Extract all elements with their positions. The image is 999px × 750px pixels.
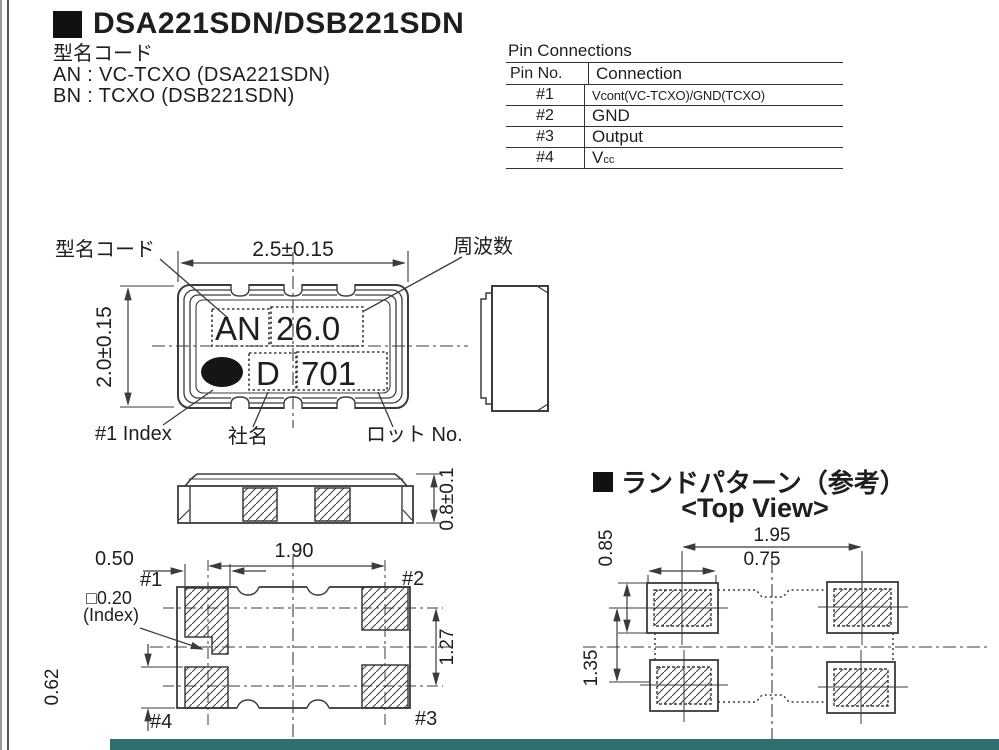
pin-number: #3 (506, 127, 585, 147)
side-elevation-drawing: 0.8±0.1 (177, 467, 458, 531)
package-marking: AN 26.0 D 701 (201, 306, 388, 392)
section-marker-icon (593, 471, 613, 492)
dim-land-pitch-y-label: 1.35 (581, 650, 602, 687)
table-row: #2 GND (506, 106, 843, 127)
pin-connection: Output (592, 127, 644, 146)
marking-company: D (256, 355, 280, 392)
top-view-dimensions: 2.5±0.15 2.0±0.15 (93, 238, 409, 408)
package-body (152, 252, 468, 428)
connection-column-header: Connection (596, 63, 683, 83)
pin-number: #2 (506, 106, 585, 126)
pin-no-column-header: Pin No. (506, 63, 589, 84)
pad-1-with-index (184, 587, 229, 655)
pin2-label: #2 (402, 568, 424, 590)
pad-4 (184, 666, 229, 709)
dim-land-width-label: 0.75 (744, 549, 781, 570)
section-marker-icon (53, 10, 82, 38)
dim-index-note-label: (Index) (83, 605, 139, 625)
table-row: #3 Output (506, 127, 843, 148)
pin-table-header-row: Pin No. Connection (506, 63, 843, 85)
marking-frequency: 26.0 (276, 310, 340, 347)
dim-land-pitch-x-label: 1.95 (754, 525, 791, 546)
terminal-pad (242, 487, 278, 522)
land-pattern-heading: ランドパターン（参考） (593, 463, 906, 500)
dim-pitch-x-label: 1.90 (275, 540, 314, 562)
page-border-outer (0, 0, 2, 750)
company-callout: 社名 (228, 425, 268, 448)
frequency-callout: 周波数 (453, 235, 513, 258)
bottom-view-dimensions: 1.90 0.50 #1 #2 #3 #4 □0.20 (Index) 0.62… (42, 540, 458, 733)
pin-connections-table: Pin Connections Pin No. Connection #1 Vc… (506, 41, 843, 169)
table-row: #1 Vcont(VC-TCXO)/GND(TCXO) (506, 85, 843, 106)
pin-number: #4 (506, 148, 585, 168)
page-border-inner (7, 0, 9, 750)
model-code-line-an: AN : VC-TCXO (DSA221SDN) (53, 64, 331, 86)
vcc-label: V (592, 148, 604, 167)
bottom-view-drawing: 1.90 0.50 #1 #2 #3 #4 □0.20 (Index) 0.62… (42, 540, 458, 746)
pin3-label: #3 (415, 708, 437, 730)
index-callout: #1 Index (95, 423, 172, 445)
top-view-drawing: 型名コード 周波数 #1 Index 社名 ロット No. 2.5±0.15 2… (55, 235, 549, 448)
land-pattern-dimensions: 1.95 0.75 0.85 1.35 (581, 525, 863, 687)
model-code-block: 型名コード AN : VC-TCXO (DSA221SDN) BN : TCXO… (53, 44, 330, 107)
dim-pad-height-label: 0.62 (42, 669, 63, 706)
pin1-label: #1 (140, 569, 162, 591)
lot-callout: ロット No. (366, 424, 463, 446)
marking-model-code: AN (215, 310, 261, 347)
pin1-index-dot (201, 357, 243, 387)
land-pattern-title: ランドパターン（参考） (621, 468, 906, 498)
model-code-callout: 型名コード (55, 238, 155, 261)
land-pattern-drawing: 1.95 0.75 0.85 1.35 (581, 525, 990, 740)
land-pattern-centerlines (583, 560, 990, 740)
pin-number: #1 (506, 85, 585, 105)
dim-height-label: 2.0±0.15 (93, 306, 116, 388)
castellation-notches (230, 283, 356, 409)
pin-connection: Vcont(VC-TCXO)/GND(TCXO) (592, 87, 765, 103)
pin-table-title: Pin Connections (508, 41, 632, 60)
dim-thickness-label: 0.8±0.1 (437, 467, 458, 530)
bottom-view-body (150, 556, 450, 746)
dim-index-size-label: □0.20 (86, 588, 132, 608)
dim-land-height-label: 0.85 (596, 530, 617, 567)
terminal-pad (314, 487, 351, 522)
land-pattern-subtitle: <Top View> (681, 493, 829, 523)
package-outline-dotted (654, 589, 894, 703)
footer-accent-bar (110, 739, 999, 750)
dim-pad-width-label: 0.50 (95, 548, 134, 570)
model-code-label: 型名コード (53, 43, 153, 65)
header: DSA221SDN/DSB221SDN (53, 7, 464, 41)
model-code-line-bn: BN : TCXO (DSB221SDN) (53, 85, 295, 107)
pin4-label: #4 (150, 711, 172, 733)
dim-width-label: 2.5±0.15 (252, 238, 334, 261)
pin-table-grid: Pin No. Connection #1 Vcont(VC-TCXO)/GND… (506, 62, 843, 169)
marking-lot: 701 (301, 355, 356, 392)
page-title: DSA221SDN/DSB221SDN (93, 7, 465, 40)
pin-connection: GND (592, 106, 630, 125)
side-view-drawing (480, 285, 549, 412)
